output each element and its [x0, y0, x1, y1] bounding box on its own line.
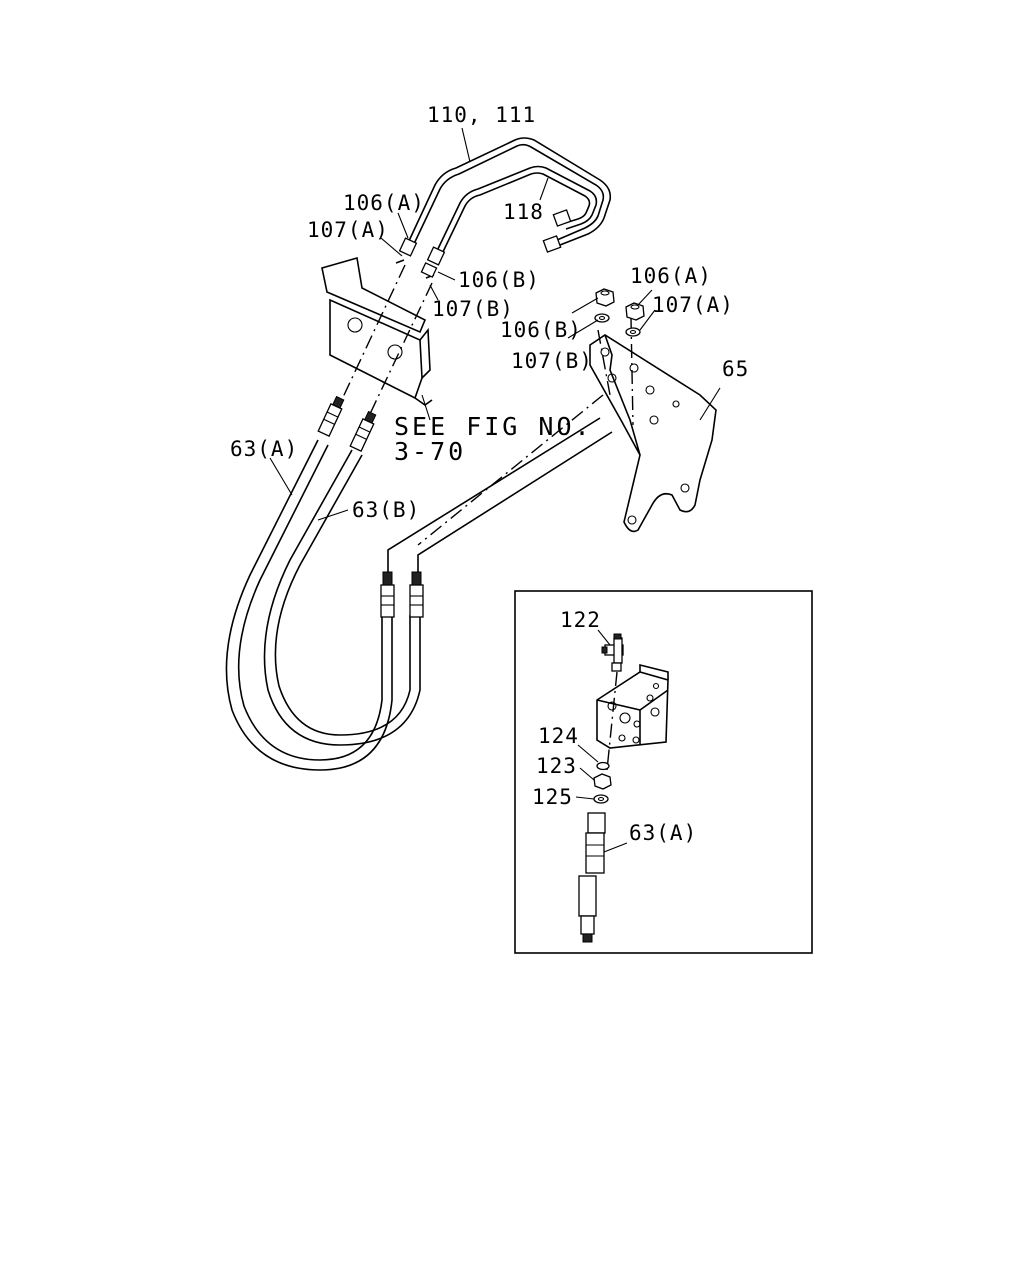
- pipe-end-fittings: [398, 209, 572, 266]
- bracket-left: [321, 256, 433, 406]
- brake-pipe-to-bracket: [387, 417, 613, 572]
- label-106b-right: 106(B): [500, 318, 582, 342]
- inset-label-63a: 63(A): [629, 821, 697, 845]
- bracket-65: [589, 334, 717, 533]
- label-63b: 63(B): [352, 498, 420, 522]
- detail-inset: 122 124 123 125 63(A): [514, 590, 813, 954]
- see-fig-line-1: SEE FIG NO.: [394, 412, 593, 441]
- inset-hose-63a: [578, 812, 606, 943]
- inset-label-125: 125: [532, 785, 573, 809]
- nut-106-icons: [595, 288, 645, 321]
- inset-bracket: [596, 663, 669, 749]
- label-118: 118: [503, 200, 544, 224]
- hose-end-fittings: [317, 395, 424, 618]
- see-fig-line-2: 3-70: [394, 437, 466, 466]
- flexible-hose-63b: [263, 449, 421, 746]
- tee-connector-icon: [601, 633, 624, 672]
- label-65: 65: [722, 357, 749, 381]
- brake-pipe-110-111: [407, 137, 612, 257]
- leader-lines: [269, 127, 721, 521]
- inset-label-123: 123: [536, 754, 577, 778]
- flexible-hose-63a: [225, 439, 393, 771]
- label-106a-right: 106(A): [630, 264, 712, 288]
- inset-label-122: 122: [560, 608, 601, 632]
- washer-icon: [395, 259, 438, 279]
- label-63a: 63(A): [230, 437, 298, 461]
- label-106a-top: 106(A): [343, 191, 425, 215]
- label-107a-top: 107(A): [307, 218, 389, 242]
- label-107a-right: 107(A): [652, 293, 734, 317]
- inset-label-124: 124: [538, 724, 579, 748]
- washer-107-icons: [594, 313, 641, 337]
- label-107b-right: 107(B): [511, 349, 593, 373]
- label-106b-left: 106(B): [458, 268, 540, 292]
- label-110-111: 110, 111: [427, 103, 536, 127]
- label-107b-left: 107(B): [432, 297, 514, 321]
